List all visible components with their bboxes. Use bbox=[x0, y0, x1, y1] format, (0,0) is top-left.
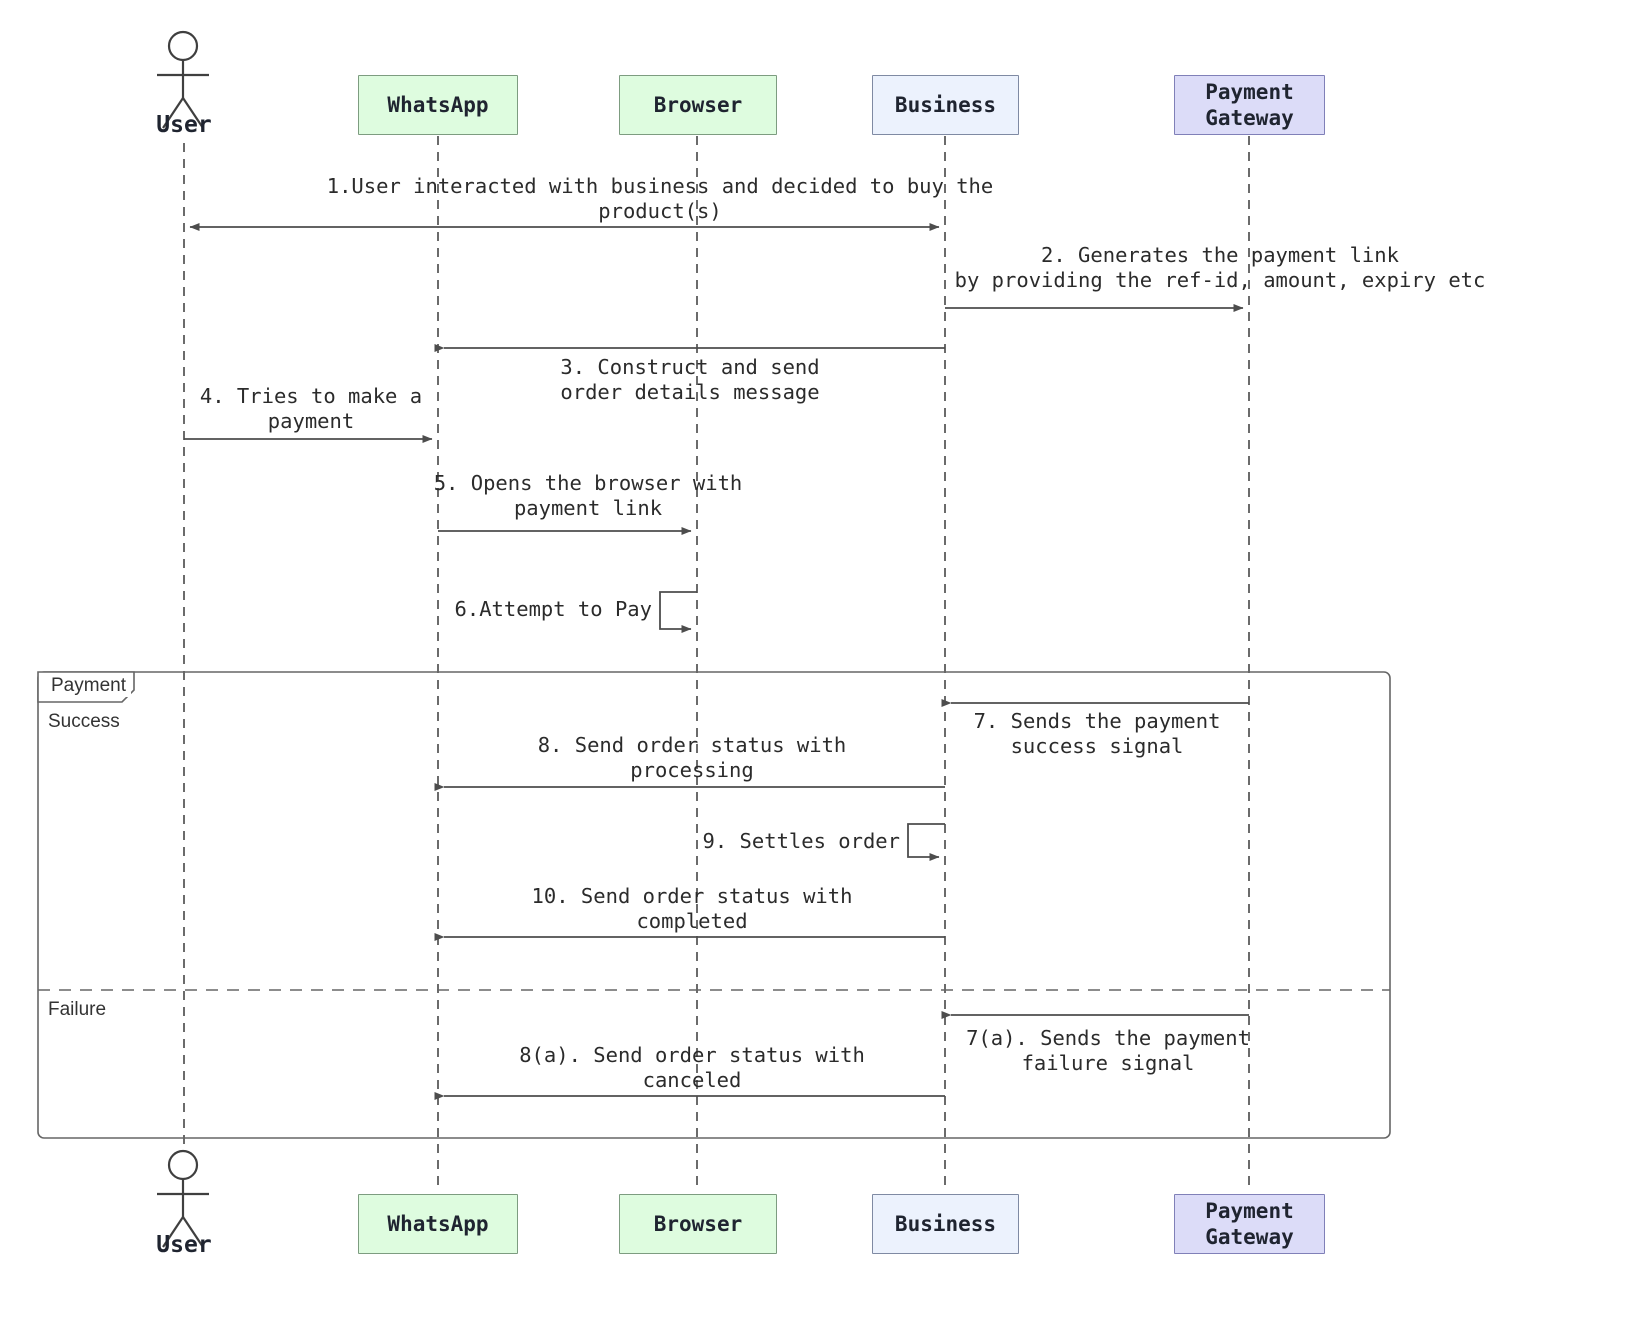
participant-payment-gateway-top[interactable]: Payment Gateway bbox=[1174, 75, 1325, 135]
actor-label-user-top: User bbox=[156, 112, 212, 138]
message-label-6: 6.Attempt to Pay bbox=[454, 597, 652, 621]
message-label-5: 5. Opens the browser with payment link bbox=[433, 471, 743, 520]
participant-label: Business bbox=[894, 1211, 997, 1236]
participant-label-line2: Gateway bbox=[1205, 106, 1294, 130]
participant-browser-top[interactable]: Browser bbox=[619, 75, 777, 135]
participant-business-top[interactable]: Business bbox=[872, 75, 1019, 135]
message-label-8a: 8(a). Send order status with canceled bbox=[519, 1043, 865, 1092]
message-label-3: 3. Construct and send order details mess… bbox=[560, 355, 820, 404]
participant-label-line2: Gateway bbox=[1205, 1225, 1294, 1249]
participant-label-line1: Payment bbox=[1205, 79, 1294, 104]
message-label-8: 8. Send order status with processing bbox=[537, 733, 847, 782]
message-label-9: 9. Settles order bbox=[702, 829, 900, 853]
participant-label: WhatsApp bbox=[387, 1211, 489, 1236]
participant-label: Browser bbox=[653, 1211, 743, 1236]
participant-label: WhatsApp bbox=[387, 92, 489, 117]
participant-label-line1: Payment bbox=[1205, 1198, 1294, 1223]
participant-payment-gateway-bottom[interactable]: Payment Gateway bbox=[1174, 1194, 1325, 1254]
message-label-2: 2. Generates the payment link by providi… bbox=[954, 243, 1486, 292]
message-label-10: 10. Send order status with completed bbox=[531, 884, 853, 933]
message-label-1: 1.User interacted with business and deci… bbox=[326, 174, 994, 223]
participant-whatsapp-bottom[interactable]: WhatsApp bbox=[358, 1194, 518, 1254]
message-label-7: 7. Sends the payment success signal bbox=[973, 709, 1221, 758]
participant-browser-bottom[interactable]: Browser bbox=[619, 1194, 777, 1254]
alt-branch-success-label: Success bbox=[48, 711, 120, 732]
actor-label-user-bottom: User bbox=[156, 1232, 212, 1258]
message-label-4: 4. Tries to make a payment bbox=[199, 384, 423, 433]
participant-business-bottom[interactable]: Business bbox=[872, 1194, 1019, 1254]
participant-whatsapp-top[interactable]: WhatsApp bbox=[358, 75, 518, 135]
message-label-7a: 7(a). Sends the payment failure signal bbox=[966, 1026, 1250, 1075]
alt-branch-failure-label: Failure bbox=[48, 999, 107, 1020]
alt-fragment-tag: Payment bbox=[46, 675, 131, 697]
participant-label: Browser bbox=[653, 92, 743, 117]
participant-label: Business bbox=[894, 92, 997, 117]
